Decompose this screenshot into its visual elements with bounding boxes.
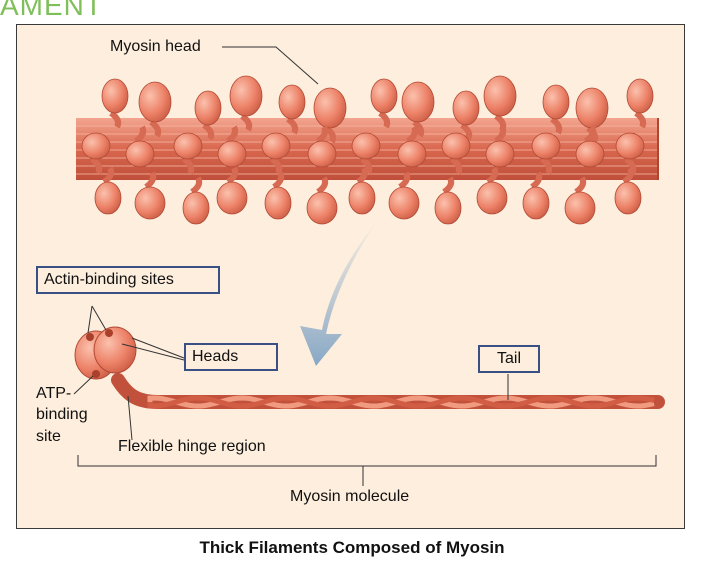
myosin-head-blob (216, 166, 248, 215)
molecule-bracket (77, 455, 657, 486)
myosin-heads-middle (81, 125, 645, 175)
myosin-head-blob (434, 176, 462, 225)
myosin-head-blob (217, 125, 247, 168)
zoom-arrow (300, 220, 378, 366)
myosin-head-blob (441, 132, 471, 175)
myosin-head-blob (542, 84, 570, 135)
atp-site-leader (73, 375, 94, 395)
myosin-head-blob (264, 171, 292, 220)
myosin-head-blob (370, 78, 398, 129)
label-flexible-hinge: Flexible hinge region (118, 438, 266, 455)
label-myosin-molecule: Myosin molecule (290, 488, 410, 505)
myosin-heads-bottom (94, 166, 642, 225)
myosin-head-blob (307, 125, 337, 168)
actin-site-leader-2 (91, 305, 107, 331)
myosin-head-blob (101, 78, 129, 129)
myosin-head-blob (388, 171, 420, 220)
label-leader-lines (73, 305, 509, 441)
heads-leader-2 (131, 337, 185, 359)
myosin-head-blob (173, 132, 203, 175)
label-tail: Tail (478, 345, 540, 373)
cropped-title-text: AMENT (0, 0, 103, 21)
label-actin-binding-sites: Actin-binding sites (36, 266, 220, 294)
myosin-head-blob (182, 176, 210, 225)
myosin-heads-top (101, 75, 654, 144)
myosin-head-blob (531, 132, 561, 175)
myosin-head-blob (261, 132, 291, 175)
figure-caption: Thick Filaments Composed of Myosin (199, 538, 505, 557)
myosin-head-blob (522, 171, 550, 220)
myosin-head-blob (134, 171, 166, 220)
label-atp-line1: ATP- (36, 385, 72, 402)
myosin-head-blob (614, 166, 642, 215)
myosin-head-blob (351, 132, 381, 175)
myosin-head-blob (626, 78, 654, 129)
myosin-head-blob (452, 90, 480, 141)
heads-leader-1 (121, 343, 185, 361)
label-atp-line2: binding (36, 406, 88, 423)
label-myosin-head: Myosin head (110, 38, 201, 55)
label-atp-line3: site (36, 428, 61, 445)
myosin-head-blob (229, 75, 263, 132)
myosin-head-blob (194, 90, 222, 141)
myosin-head-blob (306, 176, 338, 225)
myosin-head-blob (575, 125, 605, 168)
myosin-head-blob (564, 176, 596, 225)
hinge-leader (127, 395, 133, 441)
myosin-head-blob (94, 166, 122, 215)
myosin-head-blob (476, 166, 508, 215)
myosin-head-leader-line (222, 46, 319, 85)
myosin-head-blob (138, 81, 172, 138)
myosin-head-blob (125, 125, 155, 168)
label-heads: Heads (184, 343, 278, 371)
actin-site-leader-1 (87, 305, 93, 334)
myosin-head-blob (397, 125, 427, 168)
myosin-head-blob (278, 84, 306, 135)
myosin-molecule-heads (74, 326, 137, 380)
myosin-head-blob (348, 166, 376, 215)
myosin-tail (111, 373, 665, 409)
myosin-head-blob (485, 125, 515, 168)
myosin-head-blob (81, 132, 111, 175)
myosin-head-blob (401, 81, 435, 138)
